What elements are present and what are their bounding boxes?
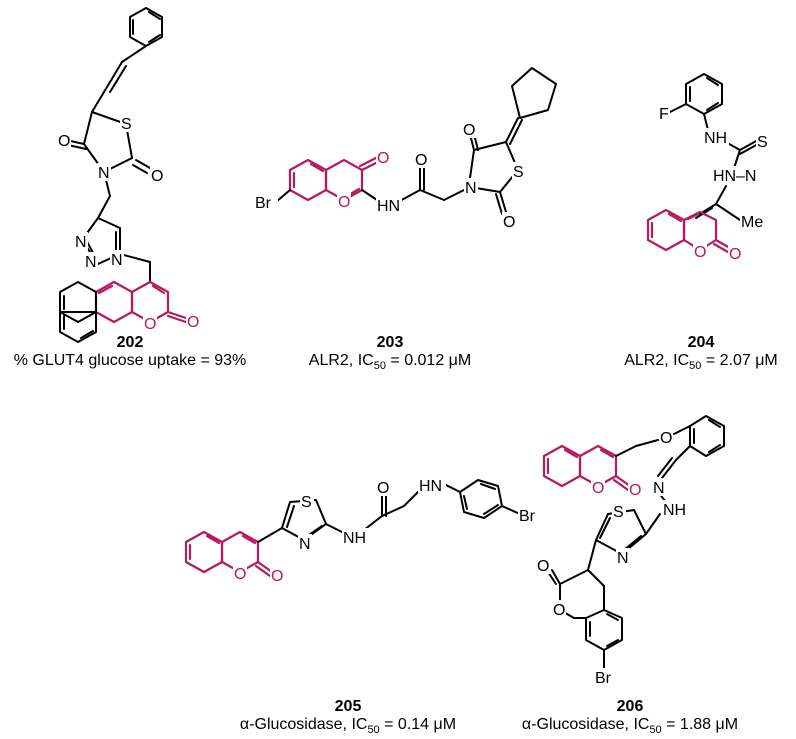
svg-text:O: O xyxy=(338,194,350,211)
svg-text:O: O xyxy=(537,558,549,575)
compound-206-number: 206 xyxy=(616,698,644,715)
svg-text:F: F xyxy=(659,106,669,123)
svg-text:–N: –N xyxy=(736,168,756,185)
cyclopentylidene-ring xyxy=(511,67,557,119)
svg-text:S: S xyxy=(121,116,132,133)
svg-text:S: S xyxy=(513,164,524,181)
coumarin-benzo-ring-206 xyxy=(542,444,582,488)
svg-text:O: O xyxy=(58,133,70,150)
compound-204-caption: 204 ALR2, IC50 = 2.07 μM xyxy=(606,334,796,372)
compound-205-number: 205 xyxy=(334,698,362,715)
svg-text:O: O xyxy=(463,122,475,139)
svg-text:Me: Me xyxy=(741,214,763,231)
compound-202-caption: 202 % GLUT4 glucose uptake = 93% xyxy=(0,334,260,370)
svg-text:O: O xyxy=(144,316,156,333)
svg-text:HN: HN xyxy=(419,478,442,495)
benzo-ring xyxy=(94,280,134,324)
svg-text:N: N xyxy=(85,254,97,271)
svg-text:N: N xyxy=(75,234,87,251)
svg-text:O: O xyxy=(553,602,565,619)
svg-text:O: O xyxy=(660,430,672,447)
svg-text:S: S xyxy=(613,504,624,521)
svg-text:S: S xyxy=(301,494,312,511)
compound-205-activity: α-Glucosidase, IC50 = 0.14 μM xyxy=(239,716,457,737)
svg-text:NH: NH xyxy=(343,530,366,547)
phenyl-ring xyxy=(129,7,163,47)
bromobenzo-ring-206 xyxy=(585,609,623,651)
svg-text:Br: Br xyxy=(255,195,272,212)
compound-202-structure: O S N O N N N O O xyxy=(57,7,200,343)
svg-text:N: N xyxy=(653,480,665,497)
bromophenyl-ring xyxy=(459,479,503,519)
svg-text:O: O xyxy=(151,168,163,185)
svg-text:N: N xyxy=(111,252,123,269)
svg-text:Br: Br xyxy=(595,670,612,687)
svg-text:NH: NH xyxy=(704,130,727,147)
svg-text:O: O xyxy=(187,314,199,331)
svg-text:N: N xyxy=(465,180,477,197)
coumarin-benzo-ring xyxy=(288,158,328,202)
compound-202-activity: % GLUT4 glucose uptake = 93% xyxy=(13,352,247,369)
svg-text:NH: NH xyxy=(663,502,686,519)
coumarin-benzo-ring-204 xyxy=(646,208,686,252)
compound-203-number: 203 xyxy=(376,334,404,351)
compound-206-caption: 206 α-Glucosidase, IC50 = 1.88 μM xyxy=(500,698,760,736)
naphtho-ring-1 xyxy=(59,281,97,323)
svg-text:O: O xyxy=(377,480,389,497)
compound-202-number: 202 xyxy=(116,334,144,351)
svg-text:Br: Br xyxy=(519,508,536,525)
fluorophenyl-ring xyxy=(685,73,723,115)
compound-206-structure: O O O N NH S N O O Br xyxy=(536,415,725,687)
svg-text:O: O xyxy=(629,482,641,499)
compound-204-structure: F NH S HN –N Me O O xyxy=(646,73,770,263)
compound-205-structure: O O S N NH O HN Br xyxy=(184,476,542,585)
naphtho-ring-2 xyxy=(59,311,97,343)
svg-text:HN: HN xyxy=(713,168,736,185)
phenyl-ring-206 xyxy=(689,415,725,457)
svg-text:O: O xyxy=(503,214,515,231)
compound-205-caption: 205 α-Glucosidase, IC50 = 0.14 μM xyxy=(218,698,478,736)
svg-text:O: O xyxy=(592,480,604,497)
svg-text:S: S xyxy=(757,134,768,151)
svg-text:O: O xyxy=(415,152,427,169)
svg-text:N: N xyxy=(617,550,629,567)
svg-text:O: O xyxy=(729,246,741,263)
coumarin-benzo-ring-205 xyxy=(184,530,224,574)
svg-text:O: O xyxy=(377,150,389,167)
compound-203-activity: ALR2, IC50 = 0.012 μM xyxy=(308,352,472,373)
svg-text:HN: HN xyxy=(377,198,400,215)
compound-204-number: 204 xyxy=(687,334,715,351)
svg-text:N: N xyxy=(98,165,110,182)
svg-text:O: O xyxy=(694,244,706,261)
svg-text:N: N xyxy=(299,536,311,553)
svg-text:O: O xyxy=(271,568,283,585)
compound-204-activity: ALR2, IC50 = 2.07 μM xyxy=(624,352,778,373)
compound-203-structure: Br O O HN O N O S O xyxy=(254,67,557,231)
compound-206-activity: α-Glucosidase, IC50 = 1.88 μM xyxy=(521,716,739,737)
compound-203-caption: 203 ALR2, IC50 = 0.012 μM xyxy=(290,334,490,372)
svg-text:O: O xyxy=(234,566,246,583)
